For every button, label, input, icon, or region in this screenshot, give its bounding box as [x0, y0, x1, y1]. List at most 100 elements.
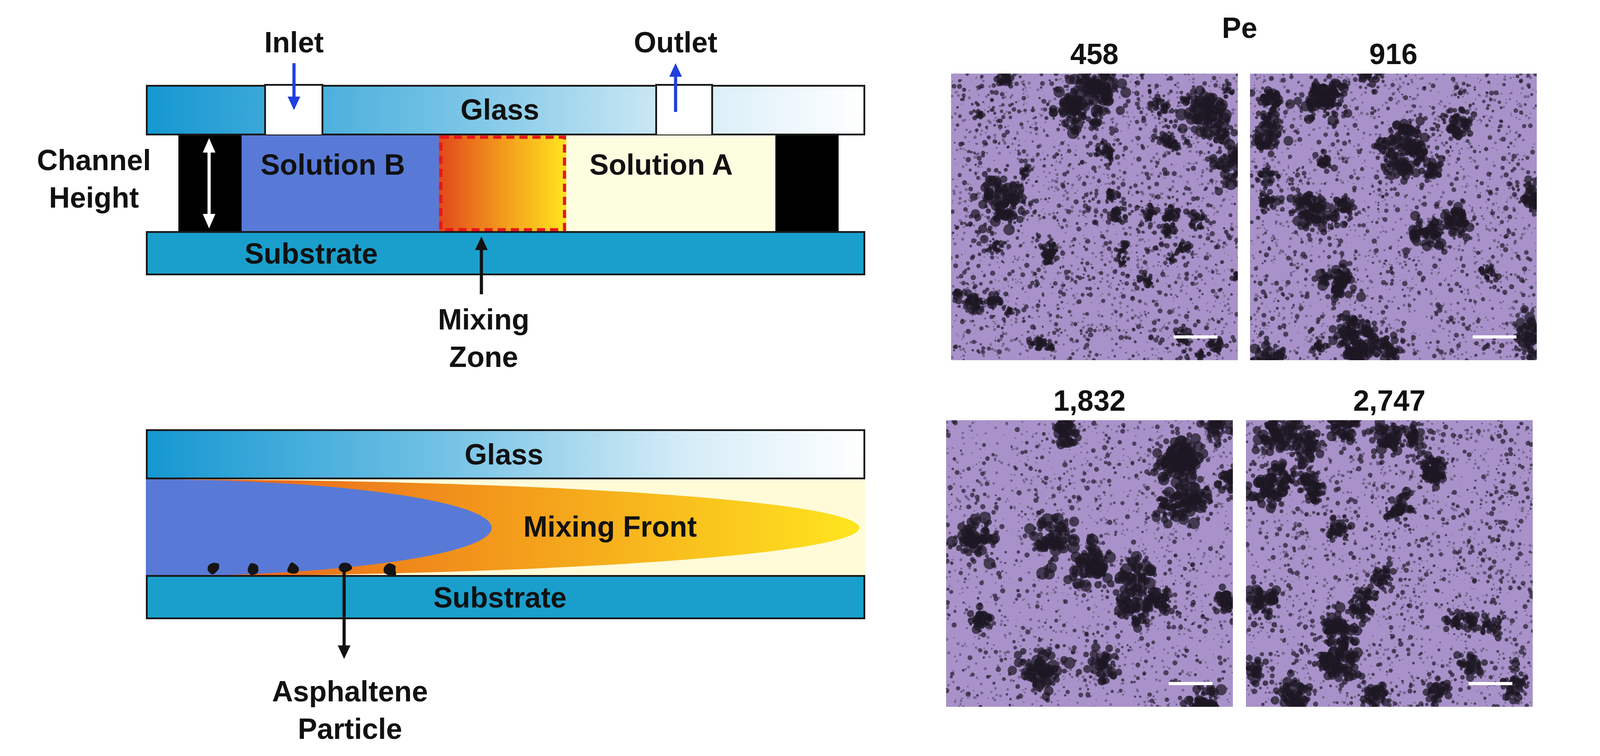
deposit-speck — [1166, 187, 1169, 190]
deposit-speck — [1122, 178, 1125, 182]
deposit-speck — [1038, 217, 1042, 220]
deposit-speck — [1106, 182, 1108, 185]
deposit-speck — [963, 200, 967, 204]
deposit-speck — [1212, 319, 1216, 322]
deposit-speck — [1013, 275, 1015, 276]
deposit-speck — [1143, 241, 1146, 243]
deposit-speck — [1121, 282, 1124, 285]
deposit-speck — [1005, 347, 1009, 351]
deposit-speck — [1128, 212, 1132, 216]
deposit-speck — [1198, 184, 1201, 186]
deposit-speck — [1077, 267, 1080, 270]
deposit-speck — [1022, 87, 1025, 89]
deposit-speck — [1047, 99, 1051, 103]
deposit-speck — [1022, 92, 1025, 95]
deposit-speck — [989, 343, 992, 346]
deposit-speck — [953, 111, 957, 116]
deposit-speck — [1095, 269, 1097, 271]
deposit-speck — [1003, 323, 1006, 327]
deposit-speck — [1236, 88, 1238, 90]
deposit-speck — [1213, 333, 1217, 336]
deposit-speck — [1019, 341, 1022, 344]
deposit-speck — [1002, 222, 1004, 225]
deposit-speck — [1113, 296, 1117, 300]
deposit-speck — [1039, 158, 1042, 162]
deposit-speck — [1106, 246, 1112, 252]
deposit-speck — [1057, 218, 1059, 220]
deposit-speck — [1177, 101, 1181, 104]
deposit-speck — [1160, 192, 1163, 196]
deposit-speck — [1037, 219, 1039, 221]
deposit-speck — [1168, 188, 1172, 192]
deposit-speck — [1043, 359, 1045, 360]
deposit-speck — [1082, 273, 1085, 276]
deposit-speck — [1013, 137, 1017, 140]
deposit-speck — [1203, 242, 1206, 246]
deposit-speck — [991, 212, 994, 214]
deposit-speck — [1154, 300, 1157, 303]
deposit-speck — [957, 335, 959, 337]
deposit-speck — [955, 163, 957, 165]
deposit-speck — [1055, 173, 1059, 177]
deposit-speck — [968, 140, 971, 143]
deposit-speck — [1158, 121, 1162, 125]
deposit-speck — [1090, 323, 1094, 327]
deposit-speck — [1032, 256, 1035, 259]
deposit-speck — [1203, 233, 1205, 234]
deposit-speck — [1025, 140, 1027, 142]
deposit-speck — [1159, 85, 1162, 87]
deposit-speck — [1222, 301, 1225, 303]
deposit-speck — [1201, 293, 1204, 296]
deposit-speck — [989, 270, 996, 276]
deposit-speck — [1106, 273, 1110, 277]
deposit-speck — [1198, 247, 1201, 250]
deposit-speck — [952, 192, 957, 196]
deposit-speck — [1077, 321, 1079, 323]
deposit-speck — [1148, 193, 1152, 196]
deposit-speck — [1138, 238, 1142, 242]
deposit-speck — [1054, 165, 1055, 167]
deposit-speck — [1039, 73, 1044, 77]
deposit-speck — [1035, 132, 1038, 136]
deposit-speck — [1206, 233, 1209, 236]
deposit-speck — [967, 96, 971, 100]
deposit-speck — [1094, 353, 1099, 357]
deposit-speck — [1181, 229, 1184, 232]
deposit-speck — [1153, 116, 1157, 120]
deposit-speck — [1189, 79, 1191, 81]
deposit-speck — [1208, 140, 1211, 142]
deposit-speck — [1021, 126, 1025, 130]
deposit-speck — [1101, 293, 1104, 295]
deposit-speck — [1165, 283, 1167, 285]
deposit-speck — [1206, 251, 1209, 255]
deposit-speck — [1031, 332, 1033, 334]
deposit-speck — [1020, 281, 1023, 285]
deposit-speck — [1112, 269, 1118, 275]
deposit-speck — [1084, 174, 1086, 176]
deposit-speck — [1117, 162, 1121, 166]
deposit-speck — [1235, 225, 1237, 228]
deposit-speck — [1229, 199, 1231, 201]
deposit-speck — [1215, 272, 1218, 276]
deposit-speck — [1161, 73, 1163, 75]
deposit-speck — [1025, 90, 1027, 92]
deposit-speck — [1169, 350, 1171, 353]
deposit-speck — [968, 89, 971, 92]
deposit-speck — [1193, 357, 1195, 359]
deposit-speck — [1156, 357, 1160, 360]
deposit-speck — [1129, 150, 1133, 154]
deposit-speck — [1048, 317, 1050, 319]
deposit-speck — [1138, 244, 1140, 247]
deposit-speck — [1070, 205, 1074, 209]
deposit-speck — [1070, 323, 1073, 327]
deposit-speck — [1038, 113, 1040, 115]
deposit-speck — [982, 145, 985, 148]
deposit-speck — [953, 158, 956, 161]
deposit-speck — [1126, 311, 1129, 314]
deposit-speck — [1178, 277, 1181, 280]
deposit-speck — [1061, 80, 1064, 82]
deposit-speck — [1070, 321, 1072, 322]
deposit-speck — [1171, 179, 1175, 183]
deposit-speck — [1215, 284, 1217, 285]
deposit-speck — [1019, 144, 1022, 146]
